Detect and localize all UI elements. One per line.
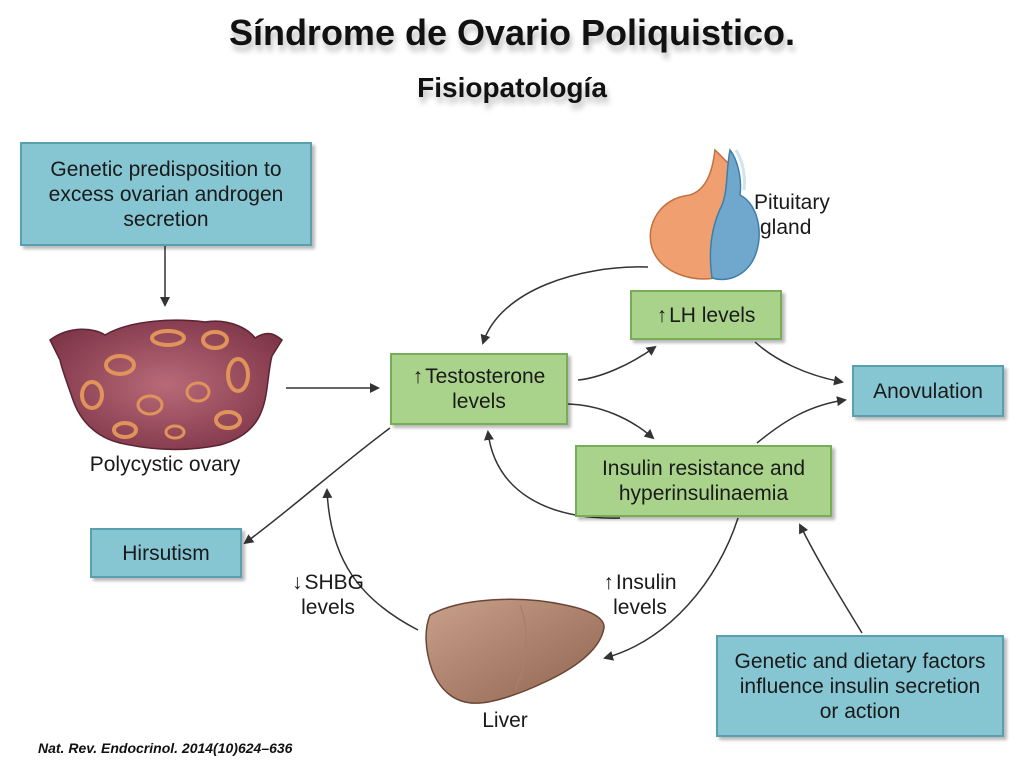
liver-illustration: [425, 598, 605, 704]
shbg-text: SHBG: [304, 571, 364, 594]
genetic-dietary-text: Genetic and dietary factors influence in…: [734, 649, 986, 723]
pituitary-gland-illustration: [649, 148, 760, 281]
hirsutism-text: Hirsutism: [122, 541, 210, 565]
lh-levels-text: LH levels: [669, 303, 756, 327]
testosterone-levels-text: levels: [452, 390, 506, 413]
insulin-levels-text: levels: [613, 596, 667, 619]
testosterone-levels-box: ↑Testosterone levels: [390, 353, 568, 425]
hirsutism-box: Hirsutism: [90, 528, 242, 578]
down-arrow-icon: ↓: [291, 571, 303, 594]
shbg-levels-label: ↓SHBG levels: [283, 570, 373, 620]
insulin-text: Insulin: [615, 571, 677, 594]
pituitary-label-line1: Pituitary: [754, 191, 830, 214]
insulin-resistance-text: Insulin resistance and hyperinsulinaemia: [601, 457, 806, 505]
polycystic-ovary-label: Polycystic ovary: [89, 453, 241, 476]
genetic-dietary-box: Genetic and dietary factors influence in…: [716, 635, 1004, 737]
polycystic-ovary-illustration: [49, 319, 283, 451]
up-arrow-icon: ↑: [412, 365, 424, 388]
up-arrow-icon: ↑: [603, 571, 614, 594]
liver-label: Liver: [482, 709, 528, 732]
citation: Nat. Rev. Endocrinol. 2014(10)624–636: [38, 740, 293, 756]
insulin-resistance-box: Insulin resistance and hyperinsulinaemia: [575, 445, 832, 517]
genetic-predisposition-text: Genetic predisposition to excess ovarian…: [48, 157, 284, 231]
up-arrow-icon: ↑: [656, 303, 668, 327]
pituitary-label-line2: gland: [760, 216, 812, 239]
page-subtitle: Fisiopatología: [417, 72, 607, 103]
lh-levels-box: ↑LH levels: [630, 290, 782, 340]
insulin-levels-label: ↑Insulin levels: [594, 570, 686, 620]
testosterone-text: Testosterone: [425, 365, 546, 388]
anovulation-box: Anovulation: [852, 365, 1004, 417]
flow-arrows: [160, 246, 863, 661]
anovulation-text: Anovulation: [873, 379, 983, 403]
shbg-levels-text: levels: [301, 596, 355, 619]
pituitary-gland-label: Pituitary gland: [754, 190, 830, 240]
genetic-predisposition-box: Genetic predisposition to excess ovarian…: [20, 142, 312, 246]
page-title: Síndrome de Ovario Poliquistico.: [228, 12, 796, 53]
